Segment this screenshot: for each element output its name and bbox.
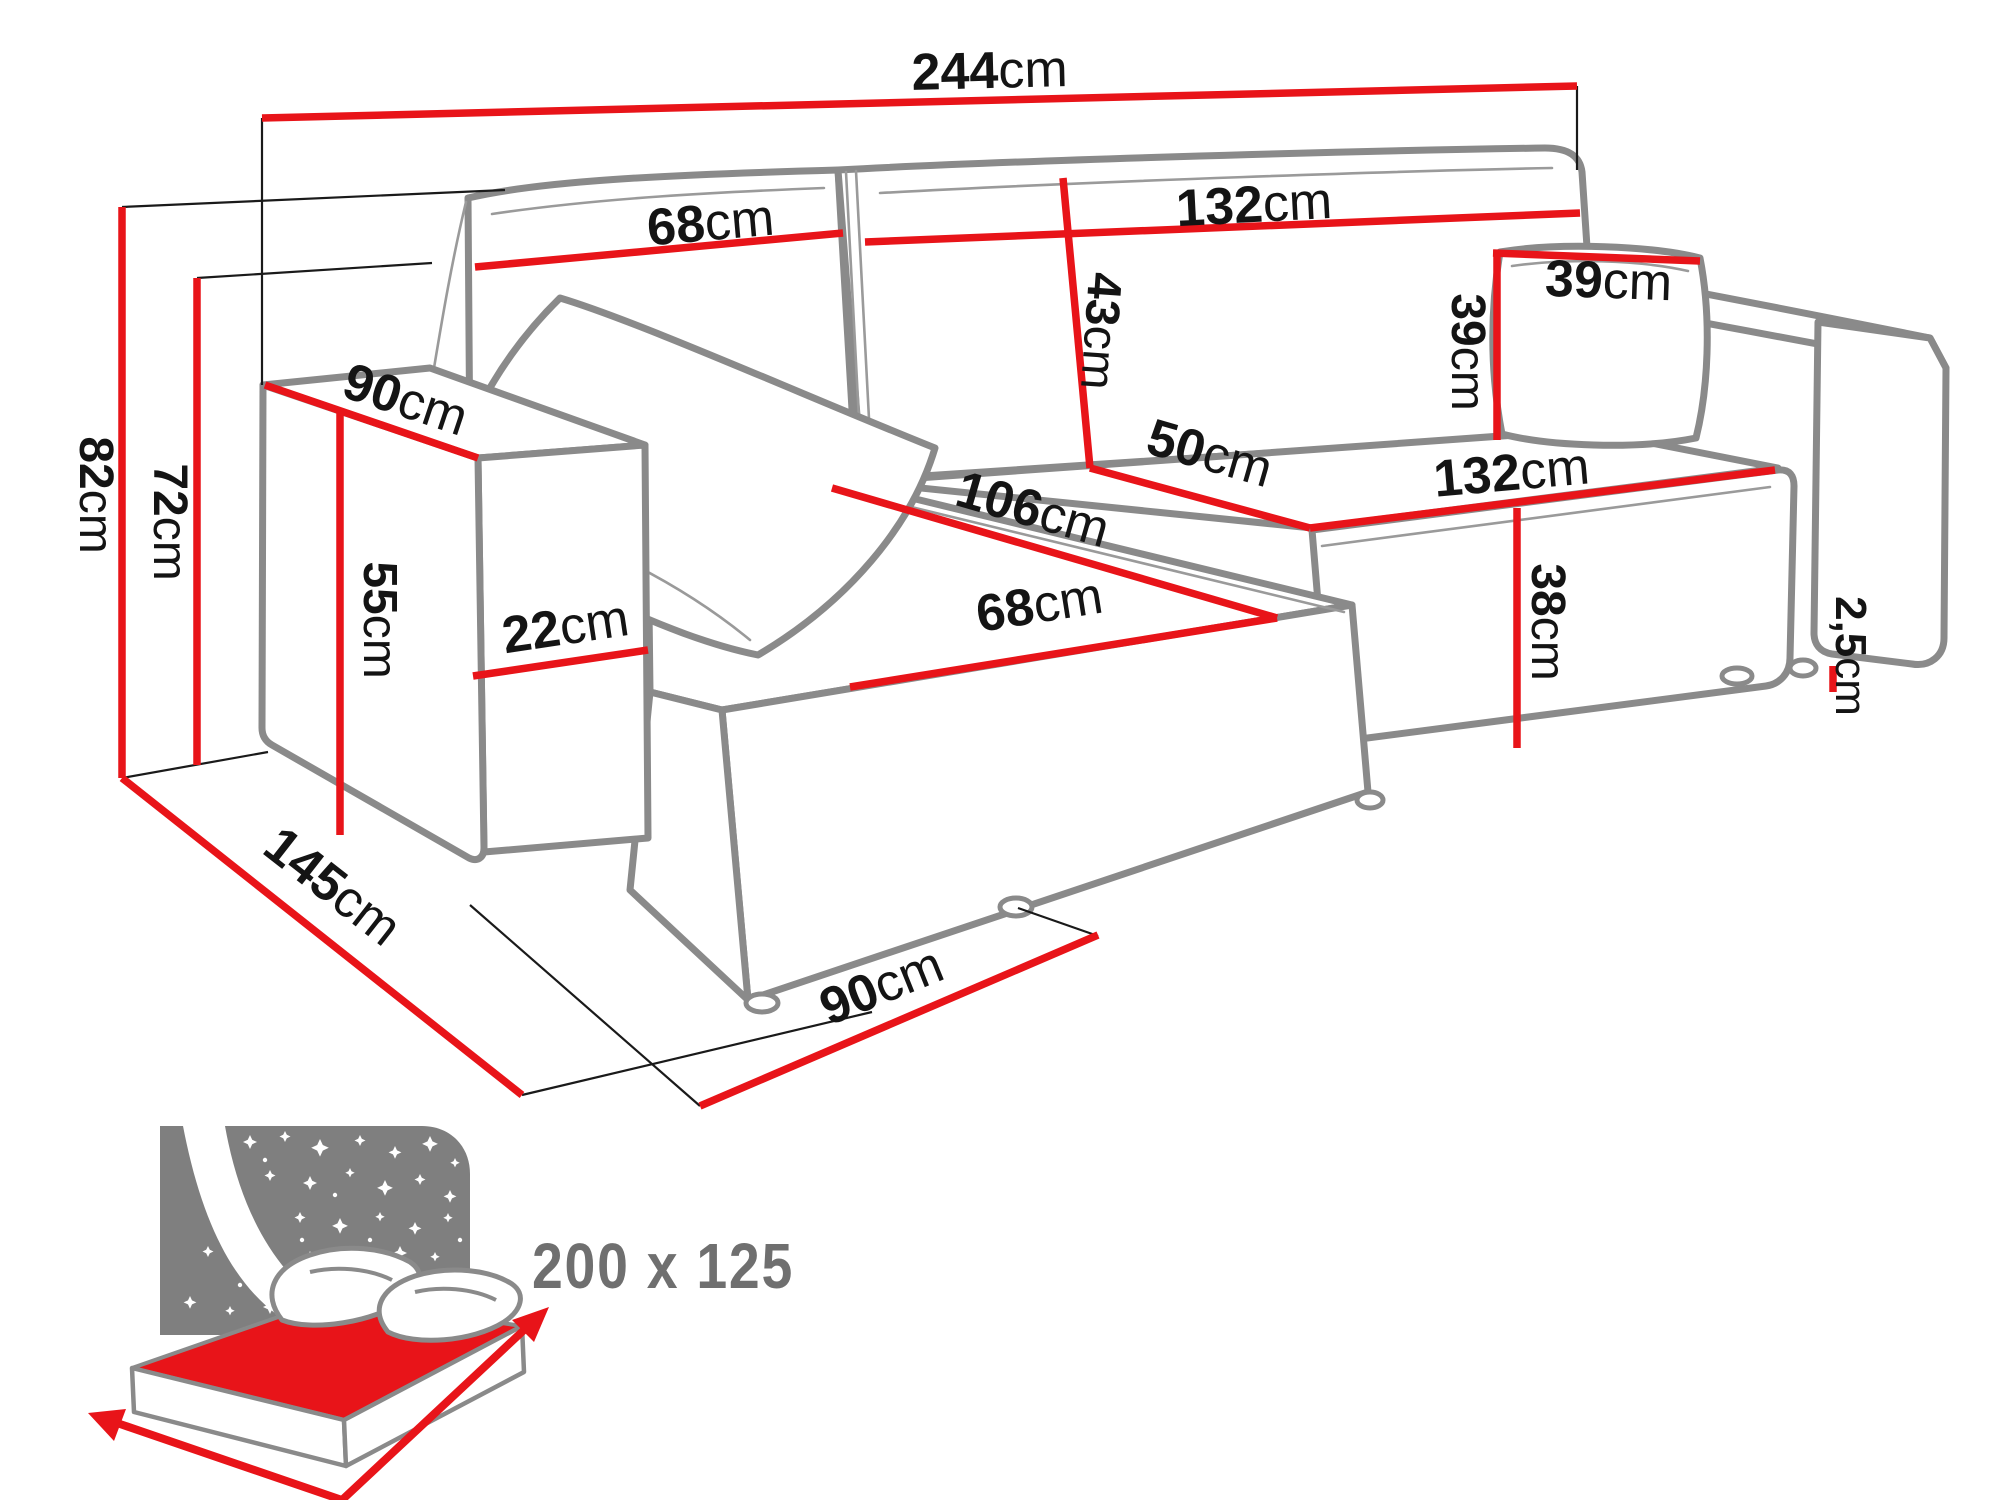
- dim-line-seat-depth: [1089, 464, 1311, 532]
- sofa-right-seat: [858, 426, 1798, 744]
- left-armrest-outer-face: [258, 381, 488, 864]
- bed-arrow-head-right: [512, 1307, 549, 1342]
- dim-line-total-depth: [119, 775, 525, 1098]
- bed-pillows: [269, 1245, 523, 1343]
- sofa-legs: [743, 657, 1819, 1015]
- leg-chaise-left: [743, 991, 781, 1015]
- dim-label-armrest-width: 22cm: [498, 589, 632, 665]
- chaise-seam-line: [868, 495, 1346, 614]
- ext-depth-to-chaise-leg: [521, 1010, 873, 1097]
- sofa-line-art: [258, 144, 1950, 1015]
- dim-label-backrest-cushion-height: 43cm: [1070, 271, 1131, 392]
- moon-crescent: [183, 1126, 340, 1332]
- dim-label-total-depth: 145cm: [253, 816, 412, 958]
- right-seat-front-inner-line: [1320, 485, 1772, 548]
- dim-label-seat-height: 38cm: [1521, 563, 1574, 680]
- sofa-left-armrest: [258, 364, 652, 864]
- dim-line-total-width: [261, 82, 1578, 122]
- leg-right-seat-left: [1719, 665, 1755, 687]
- backrest-left-frame-edge: [432, 200, 468, 370]
- dim-label-backrest-right-width: 132cm: [1175, 172, 1334, 238]
- extension-lines: [121, 86, 1579, 1107]
- bed-arrow-head-left: [88, 1409, 126, 1441]
- dim-line-backrest-cushion-height: [1059, 177, 1094, 469]
- dim-line-seat-front-width: [1309, 466, 1776, 532]
- dim-label-backrest-left-width: 68cm: [645, 189, 777, 258]
- sleeping-area-icon: 200 x 125: [88, 1126, 794, 1500]
- dim-label-backrest-height: 72cm: [143, 463, 196, 580]
- bed-pillow-left-crease: [309, 1266, 393, 1282]
- right-armrest-front-face: [1810, 318, 1950, 668]
- dim-label-pillow-height: 39cm: [1441, 293, 1494, 410]
- dim-line-chaise-diagonal: [830, 484, 1279, 622]
- dim-line-chaise-length: [698, 931, 1100, 1110]
- dim-label-pillow-width: 39cm: [1544, 250, 1673, 312]
- dim-label-armrest-height: 55cm: [353, 561, 406, 678]
- dimension-lines: [118, 82, 1837, 1110]
- ext-chaise-length-left: [469, 904, 701, 1107]
- leg-right-seat-right: [1787, 657, 1819, 679]
- dim-label-total-width: 244cm: [911, 40, 1068, 102]
- dim-line-armrest-width: [472, 646, 649, 680]
- sleeping-area-label: 200 x 125: [532, 1230, 794, 1302]
- dim-line-pillow-width: [1492, 249, 1701, 265]
- bed-pillow-right-crease: [414, 1286, 497, 1302]
- mattress-side-right: [341, 1323, 527, 1469]
- ext-total-height-top: [121, 188, 506, 209]
- right-pillow-inner-line: [1510, 259, 1690, 273]
- dim-label-leg-height: 2,5cm: [1826, 596, 1875, 716]
- bed-size-arrows: [88, 1307, 549, 1500]
- leg-chaise-right: [997, 895, 1035, 919]
- backrest-inner-line-left: [490, 186, 826, 216]
- dim-line-backrest-right-width: [864, 209, 1581, 246]
- ext-backrest-height-top: [196, 261, 433, 280]
- leg-inner-corner: [1354, 789, 1386, 811]
- dim-line-backrest-left-width: [474, 229, 844, 271]
- dim-label-total-height: 82cm: [69, 436, 122, 553]
- backrest-inner-line-right: [878, 166, 1554, 195]
- dim-line-chaise-seat-width: [849, 614, 1278, 691]
- ext-chaise-length-right: [1017, 906, 1099, 938]
- bed-arrow-shaft: [118, 1327, 527, 1500]
- dim-line-armrest-depth: [263, 381, 480, 462]
- dim-label-chaise-seat-width: 68cm: [972, 567, 1107, 644]
- bed-pillow-right: [376, 1267, 523, 1343]
- dim-label-seat-front-width: 132cm: [1431, 437, 1592, 508]
